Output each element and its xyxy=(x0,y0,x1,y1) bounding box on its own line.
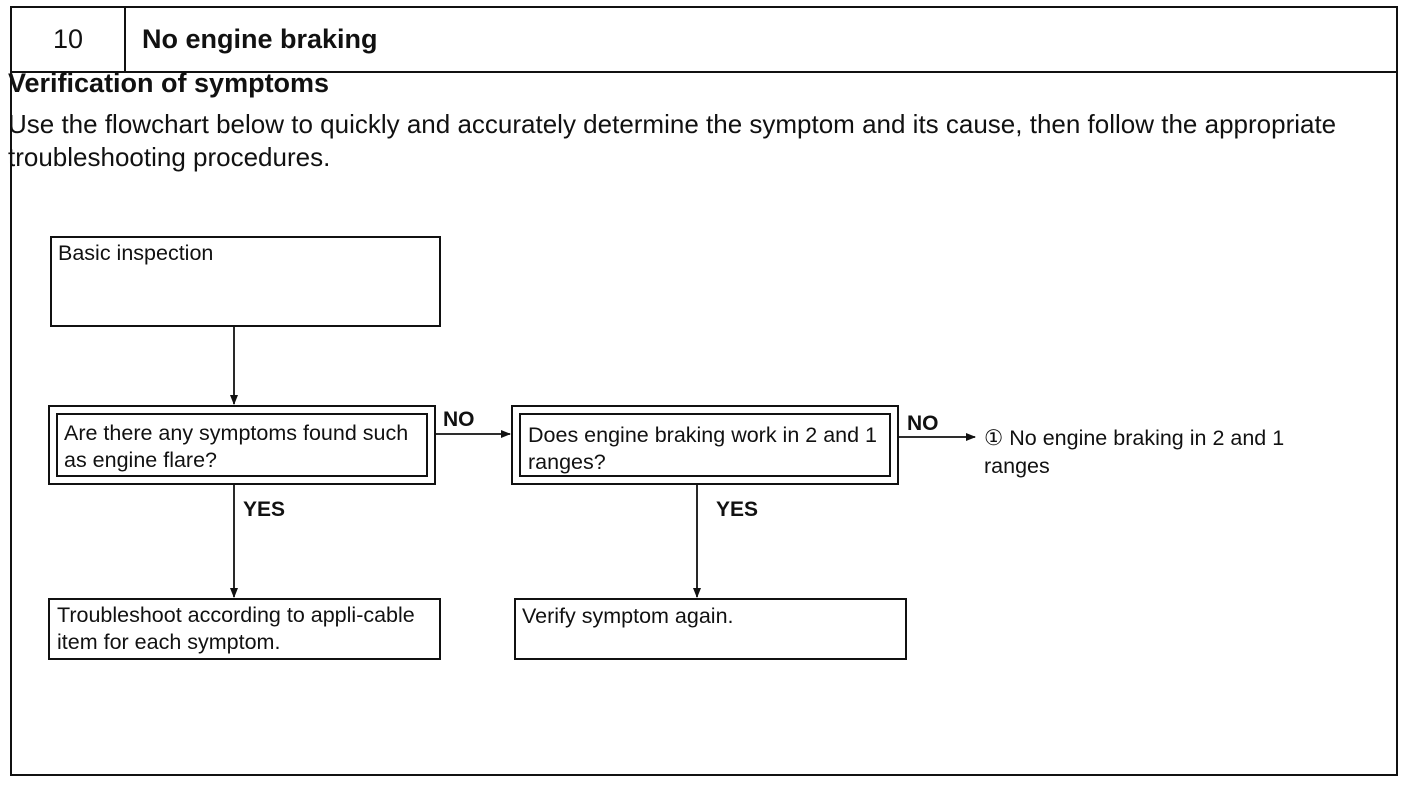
basic-inspection-text: Basic inspection xyxy=(58,241,214,265)
no-label-question2: NO xyxy=(907,412,939,435)
yes-label-question1: YES xyxy=(243,498,286,521)
yes-label-question2: YES xyxy=(716,498,759,521)
question2-box-inner xyxy=(519,413,891,477)
verify-box xyxy=(514,598,907,660)
header-bar: 10 No engine braking xyxy=(12,8,1396,73)
troubleshoot-box xyxy=(48,598,441,660)
troubleshoot-text: Troubleshoot according to appli-cable it… xyxy=(57,603,415,654)
page-frame: 10 No engine braking xyxy=(10,6,1398,776)
section-heading: Verification of symptoms xyxy=(8,68,330,98)
basic-inspection-box xyxy=(50,236,441,327)
verify-text: Verify symptom again. xyxy=(522,604,734,628)
question2-text: Does engine braking work in 2 and 1 rang… xyxy=(528,423,877,474)
question1-box-inner xyxy=(56,413,428,477)
question2-box-outer xyxy=(511,405,899,485)
question1-text: Are there any symptoms found such as eng… xyxy=(64,421,409,472)
no-label-question1: NO xyxy=(443,408,475,431)
section-number: 10 xyxy=(12,8,126,71)
intro-text: Use the flowchart below to quickly and a… xyxy=(8,109,1337,172)
result-no-engine-braking: ① No engine braking in 2 and 1 ranges xyxy=(984,426,1285,478)
question1-box-outer xyxy=(48,405,436,485)
page-title: No engine braking xyxy=(142,24,378,54)
